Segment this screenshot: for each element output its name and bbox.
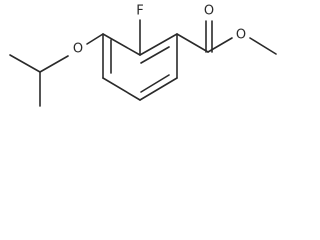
bond-carbonyl-carbon-ester-oxygen — [207, 37, 233, 53]
ether-oxygen-label: O — [73, 42, 83, 57]
ring-bond-c2-c1 — [139, 33, 178, 56]
benzene-ring — [102, 33, 178, 101]
atom-ether-oxygen: O — [73, 42, 83, 57]
ring-bond-c6-c5 — [139, 77, 178, 101]
chemical-structure-diagram: F O O O — [9, 4, 277, 107]
bond-ch-methyl-up — [9, 54, 41, 73]
ring-bond-c3-c2 — [102, 33, 141, 56]
structure-canvas: F O O O — [0, 0, 284, 134]
atom-fluorine: F — [136, 4, 143, 19]
bond-c3-ether-oxygen — [86, 33, 104, 45]
ring-double-bond-inner-1 — [140, 46, 170, 64]
atom-ester-oxygen: O — [236, 28, 246, 43]
bond-c1-carbonyl-carbon — [176, 33, 209, 53]
atom-carbonyl-oxygen: O — [204, 4, 214, 19]
bond-ester-oxygen-methyl — [249, 37, 277, 55]
ring-bond-c5-c4 — [102, 77, 141, 101]
ester-oxygen-label: O — [236, 28, 246, 43]
fluorine-label: F — [136, 4, 143, 19]
ring-double-bond-inner-2 — [140, 74, 170, 93]
bond-ether-oxygen-ch — [39, 55, 69, 73]
carbonyl-oxygen-label: O — [204, 4, 214, 19]
